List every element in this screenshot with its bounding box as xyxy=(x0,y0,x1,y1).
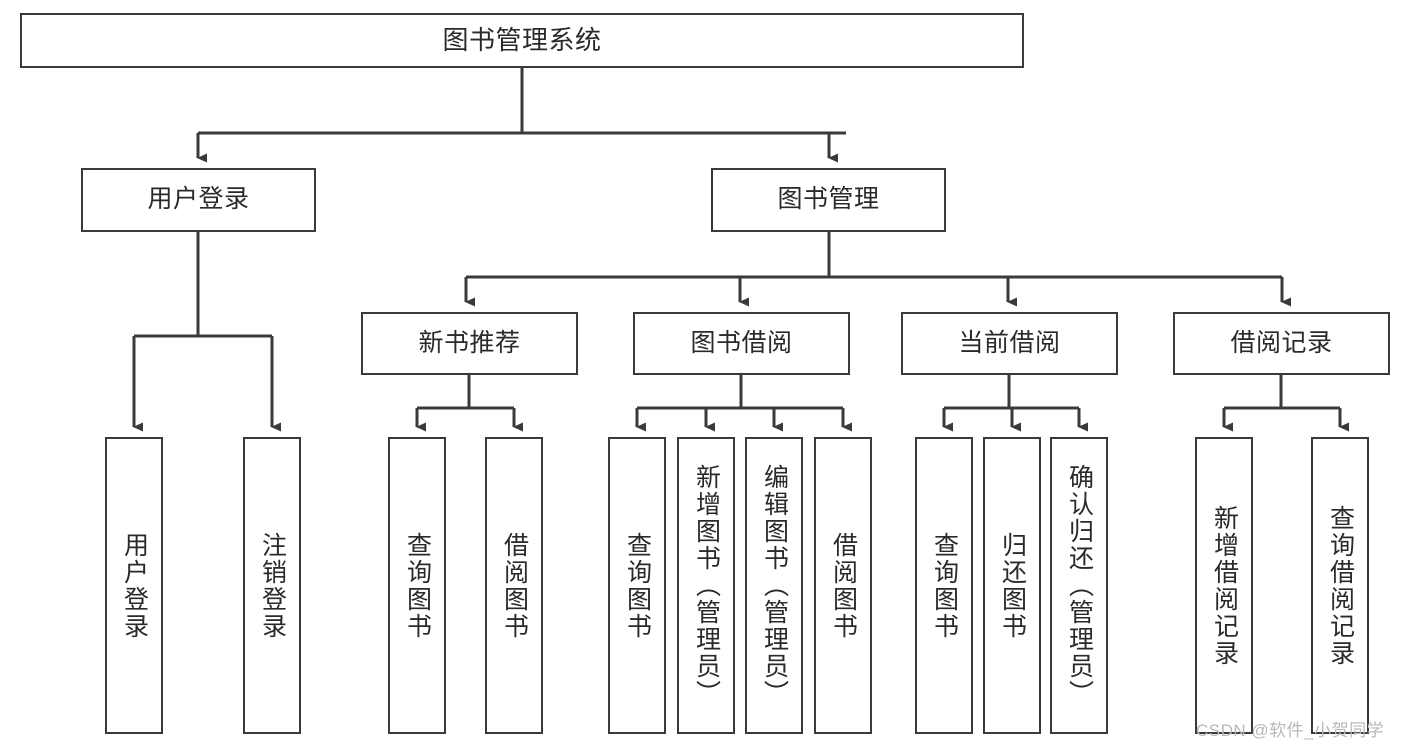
node-leaf-edit-book[interactable]: 编辑图书（管理员） xyxy=(745,437,803,734)
node-leaf-confirm-return-label: 确认归还（管理员） xyxy=(1065,464,1094,707)
node-leaf-confirm-return[interactable]: 确认归还（管理员） xyxy=(1050,437,1108,734)
node-leaf-edit-book-label: 编辑图书（管理员） xyxy=(760,464,789,707)
node-current-borrow-label: 当前借阅 xyxy=(958,328,1061,357)
node-leaf-query-book-3-label: 查询图书 xyxy=(930,531,959,640)
node-leaf-borrow-book-1-label: 借阅图书 xyxy=(500,531,529,640)
node-leaf-query-record-label: 查询借阅记录 xyxy=(1326,504,1355,667)
node-leaf-add-book-label: 新增图书（管理员） xyxy=(692,464,721,707)
node-user-login-label: 用户登录 xyxy=(147,185,250,214)
node-leaf-logout-login-label: 注销登录 xyxy=(258,531,287,640)
node-leaf-query-book-3[interactable]: 查询图书 xyxy=(915,437,973,734)
csdn-watermark: CSDN @软件_小贺同学 xyxy=(1196,721,1385,740)
node-leaf-borrow-book-2[interactable]: 借阅图书 xyxy=(814,437,872,734)
node-leaf-add-book[interactable]: 新增图书（管理员） xyxy=(677,437,735,734)
node-leaf-return-book-label: 归还图书 xyxy=(998,531,1027,640)
node-leaf-query-book-2-label: 查询图书 xyxy=(623,531,652,640)
node-user-login[interactable]: 用户登录 xyxy=(81,168,316,232)
node-leaf-query-book-1[interactable]: 查询图书 xyxy=(388,437,446,734)
node-book-borrow-label: 图书借阅 xyxy=(690,328,793,357)
node-borrow-record-label: 借阅记录 xyxy=(1230,328,1333,357)
node-book-management[interactable]: 图书管理 xyxy=(711,168,946,232)
node-root[interactable]: 图书管理系统 xyxy=(20,13,1024,68)
node-leaf-return-book[interactable]: 归还图书 xyxy=(983,437,1041,734)
node-new-book-recommend[interactable]: 新书推荐 xyxy=(361,312,578,375)
node-leaf-query-book-2[interactable]: 查询图书 xyxy=(608,437,666,734)
node-leaf-user-login[interactable]: 用户登录 xyxy=(105,437,163,734)
node-new-book-recommend-label: 新书推荐 xyxy=(418,328,521,357)
node-leaf-logout-login[interactable]: 注销登录 xyxy=(243,437,301,734)
node-book-management-label: 图书管理 xyxy=(777,185,880,214)
node-leaf-add-record-label: 新增借阅记录 xyxy=(1210,504,1239,667)
node-leaf-user-login-label: 用户登录 xyxy=(120,531,149,640)
node-current-borrow[interactable]: 当前借阅 xyxy=(901,312,1118,375)
node-leaf-query-book-1-label: 查询图书 xyxy=(403,531,432,640)
node-book-borrow[interactable]: 图书借阅 xyxy=(633,312,850,375)
node-root-label: 图书管理系统 xyxy=(442,25,602,56)
node-leaf-borrow-book-2-label: 借阅图书 xyxy=(829,531,858,640)
node-borrow-record[interactable]: 借阅记录 xyxy=(1173,312,1390,375)
node-leaf-add-record[interactable]: 新增借阅记录 xyxy=(1195,437,1253,734)
node-leaf-query-record[interactable]: 查询借阅记录 xyxy=(1311,437,1369,734)
node-leaf-borrow-book-1[interactable]: 借阅图书 xyxy=(485,437,543,734)
